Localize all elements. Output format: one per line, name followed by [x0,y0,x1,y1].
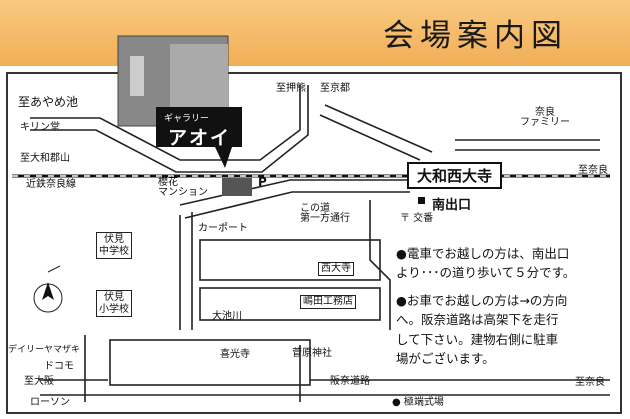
koban: 〒 交番 [400,213,434,224]
nara-family: 奈良 ファミリー [520,107,570,128]
saidaiji-label: 西大寺 [318,262,354,276]
to-nara-right: 至奈良 [578,165,608,176]
to-kyoto: 至京都 [320,83,350,94]
one-way-street: この道 第一方通行 [300,203,350,224]
access-notes: ●電車でお越しの方は、南出口 より･･･の道り歩いて５分です。 ●お車でお越しの… [396,244,575,368]
oike-river: 大池川 [212,311,242,322]
title-banner: 会場案内図 [0,0,630,66]
to-nara-bottom: 至奈良 [575,377,605,388]
fushimi-elementary-school: 伏見 小学校 [96,290,132,317]
station-label: 大和西大寺 [407,162,503,189]
to-oshikuma: 至押熊 [276,83,306,94]
daily-yamazaki: デイリーヤマザキ [8,345,81,355]
sugawara-shrine: 菅原神社 [292,348,332,359]
fushimi-middle-school: 伏見 中学校 [96,232,132,259]
kirin-do: キリン堂 [20,122,60,133]
to-ayameike: 至あやめ池 [18,95,79,109]
kintetsu-line: 近鉄奈良線 [26,179,76,190]
to-yamato: 至大和郡山 [20,153,70,164]
station-exit: 南出口 [432,198,472,213]
docomo: ドコモ [44,361,74,372]
note-line: より･･･の道り歩いて５分です。 [396,265,576,281]
to-osaka: 至大阪 [24,376,54,387]
carport: カーポート [198,223,248,234]
note-line: へ。阪奈道路は高架下を走行 [396,312,559,328]
kikoji-temple: 喜光寺 [220,349,250,360]
gallery-name: アオイ [168,127,232,149]
page-title: 会場案内図 [383,18,568,54]
note-line: して下さい。建物右側に駐車 [396,331,559,347]
gallery-label: ギャラリー アオイ [156,107,242,149]
note-line: ●電車でお越しの方は、南出口 [396,246,570,261]
bottom-landmark: ● 極端式場 [392,397,444,408]
shimada-koumuten: 嶋田工務店 [300,295,356,309]
lawson: ローソン [30,397,70,408]
note-line: 場がございます。 [396,350,495,366]
gallery-sub: ギャラリー [164,114,210,124]
parking-mark: P [258,175,267,189]
hanna-road: 阪奈道路 [330,376,370,387]
note-line: ●お車でお越しの方は→の方向 [396,292,568,308]
mansion: 櫻花 マンション [158,177,208,198]
